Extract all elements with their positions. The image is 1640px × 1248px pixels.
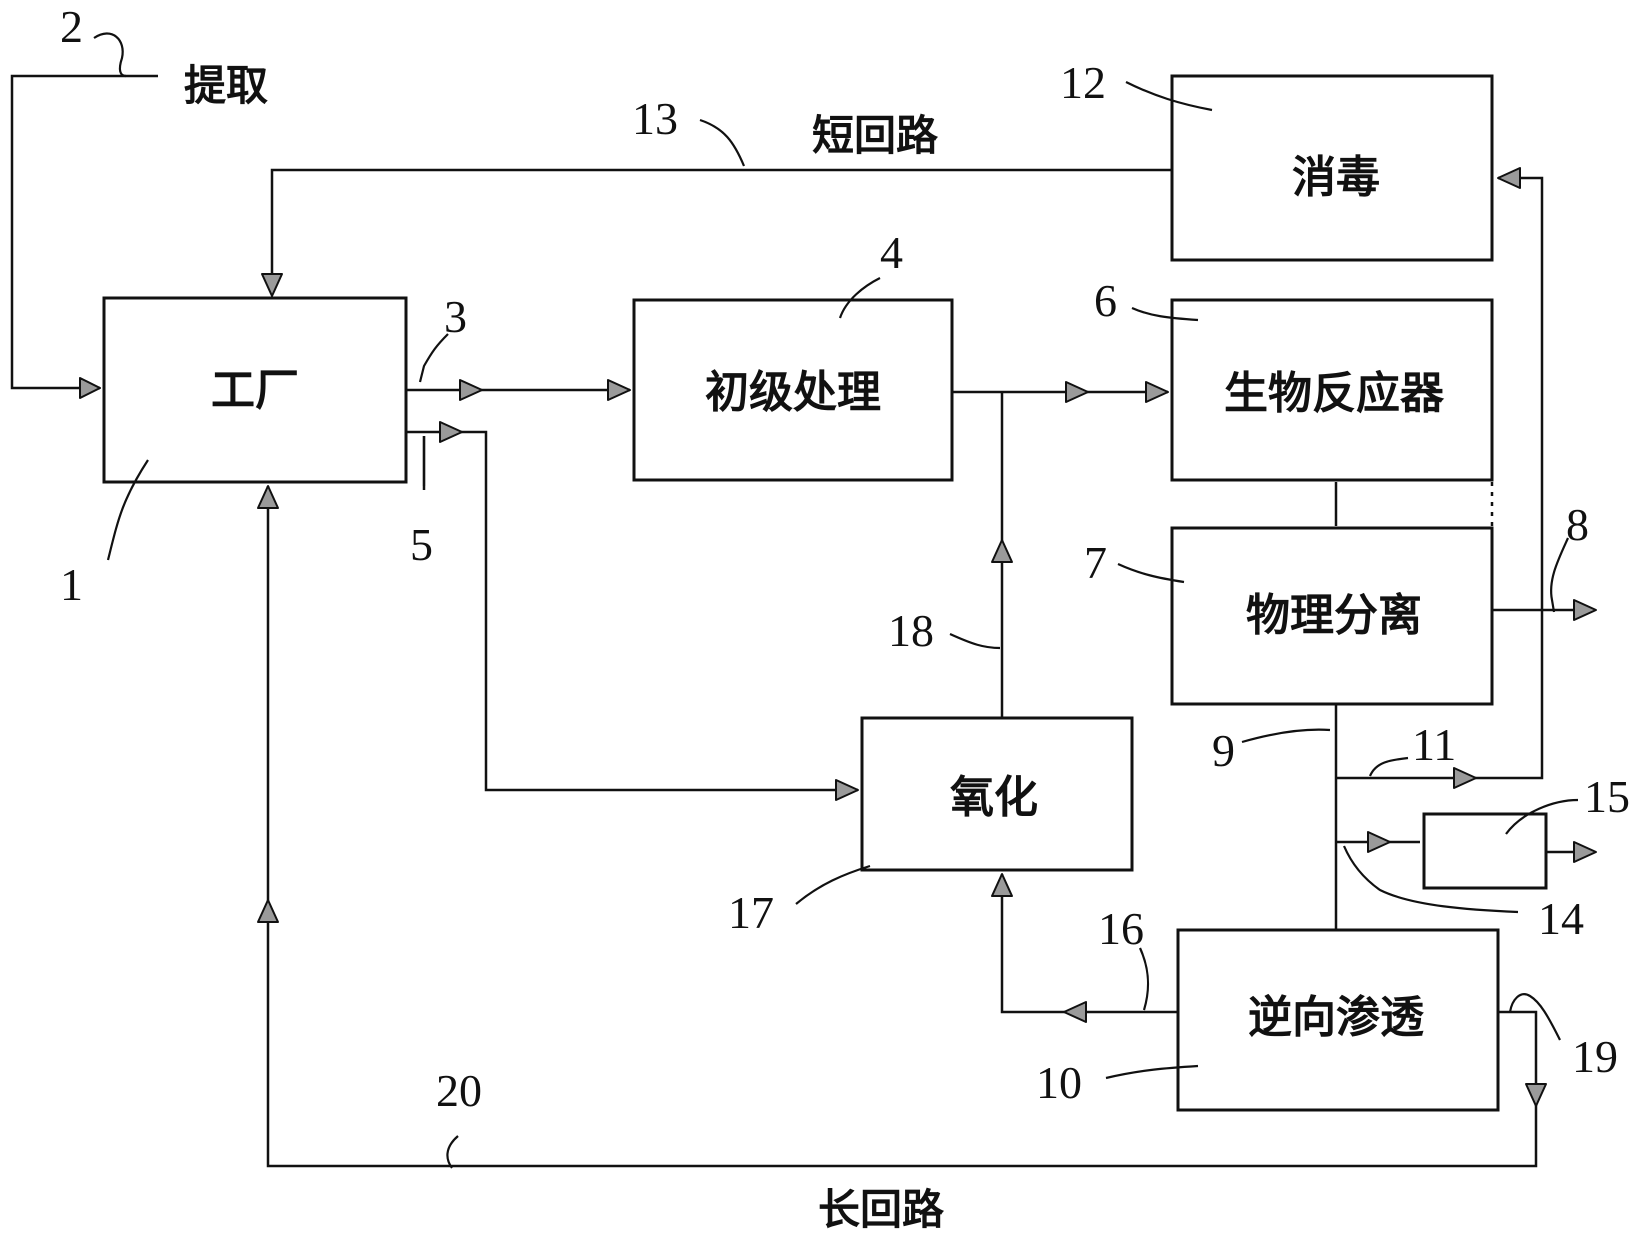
leader-3	[418, 333, 449, 383]
number-16: 16	[1098, 903, 1144, 954]
number-11: 11	[1412, 719, 1456, 770]
number-2: 2	[60, 1, 83, 52]
leader-11	[1368, 756, 1409, 777]
short-loop-label: 短回路	[812, 111, 939, 160]
short-loop-line	[270, 168, 1172, 294]
number-17: 17	[728, 887, 774, 938]
number-3: 3	[444, 291, 467, 342]
number-20: 20	[436, 1065, 482, 1116]
number-6: 6	[1094, 275, 1117, 326]
leader-17	[795, 864, 871, 905]
leader-16	[1138, 947, 1150, 1011]
arrowhead-stream-3a	[459, 379, 483, 401]
disinfection-box	[1170, 74, 1494, 262]
number-13: 13	[632, 93, 678, 144]
leader-20	[446, 1135, 459, 1169]
number-7: 7	[1084, 537, 1107, 588]
leader-10	[1105, 1064, 1199, 1080]
leader-12	[1125, 81, 1213, 112]
arrowhead-oxidation-inlet	[835, 779, 859, 801]
reverse-osmosis-label: 逆向渗透	[1248, 992, 1425, 1043]
leader-7	[1117, 562, 1185, 584]
arrowhead-stream-8	[1573, 599, 1597, 621]
product-box-15	[1422, 812, 1548, 890]
long-loop-line	[266, 486, 1538, 1168]
arrowhead-bioreactor-b	[1145, 381, 1169, 403]
primary-treatment-label: 初级处理	[705, 367, 881, 418]
oxidation-label: 氧化	[950, 772, 1038, 823]
leader-6	[1131, 306, 1199, 322]
reverse-osmosis-box	[1176, 928, 1500, 1112]
number-5: 5	[410, 519, 433, 570]
number-1: 1	[60, 559, 83, 610]
leader-13	[699, 118, 746, 167]
number-14: 14	[1538, 893, 1584, 944]
arrowhead-disinfection-inlet	[1497, 167, 1521, 189]
bioreactor-label: 生物反应器	[1224, 368, 1445, 419]
arrowhead-product-15-out	[1573, 841, 1597, 863]
arrowhead-stream-18	[991, 539, 1013, 563]
arrowhead-stream-19	[1525, 1083, 1547, 1107]
number-12: 12	[1060, 57, 1106, 108]
leader-9	[1241, 728, 1331, 744]
leader-8	[1550, 537, 1570, 613]
arrowhead-stream-14	[1367, 831, 1391, 853]
stream-5-line	[406, 430, 858, 792]
leader-18	[949, 632, 1001, 650]
leader-14	[1342, 845, 1519, 914]
leader-2	[93, 32, 127, 78]
factory-label: 工厂	[211, 365, 299, 416]
bioreactor-box	[1170, 298, 1494, 482]
arrowhead-stream-5	[439, 421, 463, 443]
number-4: 4	[880, 227, 903, 278]
number-18: 18	[888, 605, 934, 656]
number-8: 8	[1566, 499, 1589, 550]
number-10: 10	[1036, 1057, 1082, 1108]
long-loop-label: 长回路	[818, 1185, 945, 1234]
arrowhead-extraction	[79, 377, 101, 399]
primary-treatment-box	[632, 298, 954, 482]
arrowhead-oxidation-bottom	[991, 873, 1013, 897]
leader-4	[838, 277, 881, 319]
leader-15	[1505, 798, 1579, 835]
arrowhead-long-loop-a	[257, 899, 279, 923]
arrowhead-stream-3b	[607, 379, 631, 401]
physical-separation-box	[1170, 526, 1494, 706]
arrowhead-stream-16	[1063, 1001, 1087, 1023]
disinfection-label: 消毒	[1292, 152, 1380, 203]
extraction-line	[10, 74, 158, 390]
number-9: 9	[1212, 725, 1235, 776]
leader-19	[1508, 993, 1561, 1041]
leader-1	[106, 459, 149, 561]
stream-16-line	[1000, 874, 1178, 1014]
factory-box	[102, 296, 408, 484]
arrowhead-stream-11	[1453, 767, 1477, 789]
number-15: 15	[1584, 771, 1630, 822]
arrowhead-bioreactor-a	[1065, 381, 1089, 403]
arrowhead-long-loop-b	[257, 485, 279, 509]
oxidation-box	[860, 716, 1134, 872]
physical-separation-label: 物理分离	[1246, 590, 1422, 641]
arrowhead-short-loop	[261, 273, 283, 297]
extraction-label: 提取	[184, 61, 268, 110]
number-19: 19	[1572, 1031, 1618, 1082]
